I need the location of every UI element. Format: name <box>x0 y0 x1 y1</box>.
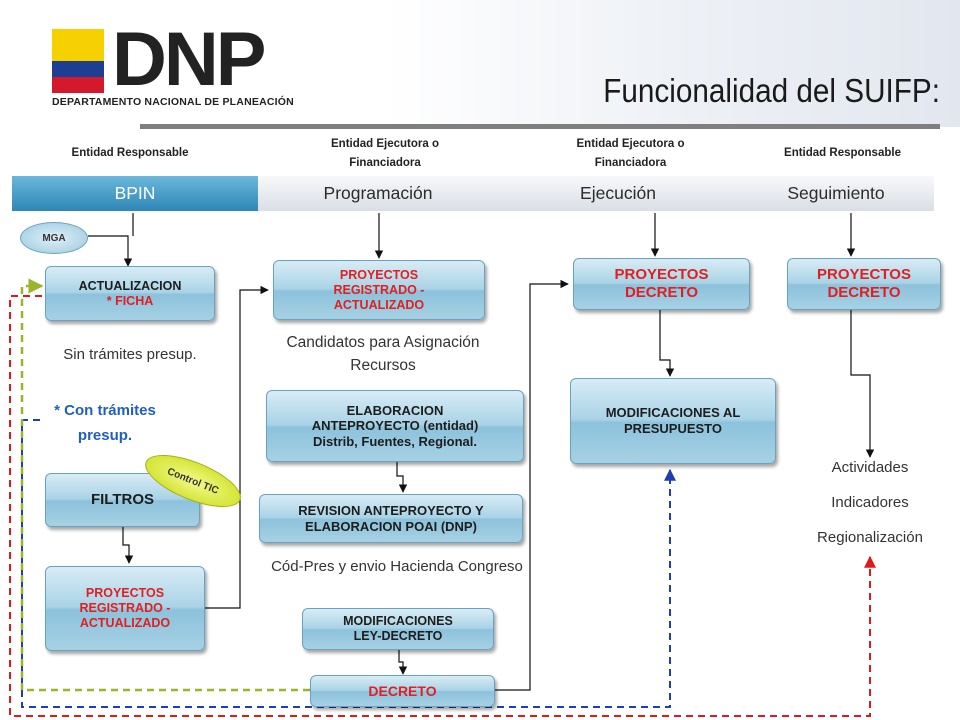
dnp-logo: DNP <box>112 17 266 102</box>
bpin-registrado-line1: PROYECTOS <box>85 586 165 600</box>
prog-registrado-line3: ACTUALIZADO <box>333 297 425 312</box>
bpin-registrado-line3: ACTUALIZADO <box>79 616 171 630</box>
programacion-proyectos-registrado-box[interactable]: PROYECTOS REGISTRADO - ACTUALIZADO <box>273 260 485 320</box>
mga-badge: MGA <box>20 222 88 254</box>
modificaciones-presupuesto-box[interactable]: MODIFICACIONES AL PRESUPUESTO <box>570 378 776 464</box>
elaboracion-line3: Distrib, Fuentes, Regional. <box>313 433 477 449</box>
prog-registrado-line1: PROYECTOS <box>339 267 419 282</box>
elaboracion-anteproyecto-box[interactable]: ELABORACION ANTEPROYECTO (entidad) Distr… <box>266 390 524 462</box>
column-label-programacion: Entidad Ejecutora o Financiadora <box>331 138 439 169</box>
con-tramites-note: * Con trámites presup. <box>45 398 165 448</box>
modificaciones-ley-decreto-box[interactable]: MODIFICACIONES LEY-DECRETO <box>302 608 494 650</box>
phase-tabs: BPIN Programación Ejecución Seguimiento <box>12 176 935 211</box>
header-rule <box>140 124 940 129</box>
slide-title: Funcionalidad del SUIFP: <box>603 72 940 109</box>
seguimiento-proyectos-decreto-box[interactable]: PROYECTOS DECRETO <box>787 258 941 310</box>
modificaciones-line1: MODIFICACIONES <box>343 614 453 628</box>
tab-programacion[interactable]: Programación <box>258 176 499 211</box>
ejec-decreto-line1: PROYECTOS <box>614 266 709 283</box>
bpin-registrado-line2: REGISTRADO - <box>79 601 171 615</box>
header-band <box>0 0 960 127</box>
revision-anteproyecto-box[interactable]: REVISION ANTEPROYECTO Y ELABORACION POAI… <box>259 494 523 543</box>
actividades-label: Actividades <box>831 459 909 476</box>
column-label-ejecucion: Entidad Ejecutora o Financiadora <box>576 138 685 169</box>
column-label-seguimiento: Entidad Responsable <box>784 147 901 159</box>
seg-decreto-line2: DECRETO <box>827 284 901 301</box>
colombia-flag-icon <box>52 29 104 93</box>
revision-line1: REVISION ANTEPROYECTO Y <box>298 502 484 518</box>
column-label-bpin: Entidad Responsable <box>71 147 189 159</box>
ficha-label: * FICHA <box>106 293 154 308</box>
con-tramites-line2: presup. <box>77 427 133 444</box>
actualizacion-ficha-box[interactable]: ACTUALIZACION * FICHA <box>45 266 215 321</box>
modif-presupuesto-line2: PRESUPUESTO <box>623 421 722 436</box>
bpin-proyectos-registrado-box[interactable]: PROYECTOS REGISTRADO - ACTUALIZADO <box>45 566 205 651</box>
cod-pres-note: Cód-Pres y envio Hacienda Congreso <box>271 558 523 575</box>
tab-ejecucion[interactable]: Ejecución <box>498 176 739 211</box>
ejecucion-proyectos-decreto-box[interactable]: PROYECTOS DECRETO <box>573 258 750 310</box>
con-tramites-line1: * Con trámites <box>54 402 156 419</box>
sin-tramites-note: Sin trámites presup. <box>63 346 197 363</box>
indicadores-label: Indicadores <box>831 494 909 511</box>
dnp-logo-subtitle: DEPARTAMENTO NACIONAL DE PLANEACIÓN <box>52 96 294 108</box>
decreto-box[interactable]: DECRETO <box>310 675 495 707</box>
elaboracion-line2: ANTEPROYECTO (entidad) <box>311 418 479 434</box>
actualizacion-title: ACTUALIZACION <box>78 278 182 293</box>
candidatos-note: Candidatos para Asignación Recursos <box>268 331 498 377</box>
regionalizacion-label: Regionalización <box>817 529 923 546</box>
elaboracion-line1: ELABORACION <box>346 402 444 418</box>
candidatos-line1: Candidatos para Asignación <box>286 334 480 351</box>
candidatos-line2: Recursos <box>350 357 416 374</box>
prog-registrado-line2: REGISTRADO - <box>333 282 425 297</box>
tab-seguimiento[interactable]: Seguimiento <box>738 176 935 211</box>
modif-presupuesto-line1: MODIFICACIONES AL <box>605 405 741 421</box>
revision-line2: ELABORACION POAI (DNP) <box>305 518 477 534</box>
ejec-decreto-line2: DECRETO <box>624 284 699 301</box>
modificaciones-line2: LEY-DECRETO <box>353 629 443 643</box>
seg-decreto-line1: PROYECTOS <box>817 266 911 283</box>
